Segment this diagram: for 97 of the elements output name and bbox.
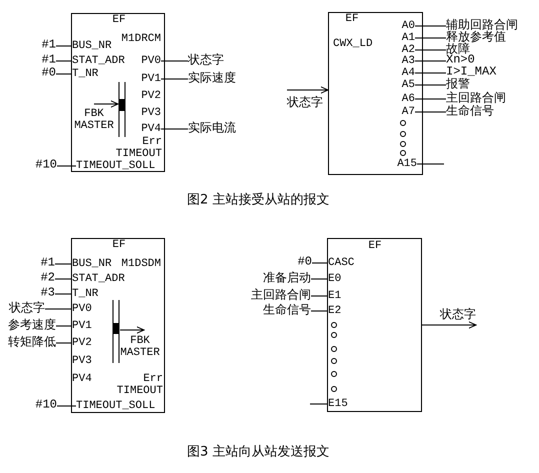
pin-label: E0	[328, 273, 342, 285]
pin-label: PV4	[141, 123, 161, 135]
block-type-label: EF	[368, 240, 382, 252]
figure-caption: 图3 主站向从站发送报文	[187, 444, 330, 460]
function-block	[327, 238, 422, 412]
pin-label: A2	[402, 44, 415, 56]
pin-label: STAT_ADR	[72, 273, 125, 285]
pin-label: Err TIMEOUT	[106, 136, 162, 160]
signal-label: 实际速度	[188, 72, 236, 84]
block-name-label: M1DSDM	[121, 258, 161, 270]
connector-line	[310, 278, 328, 280]
block-name-label: CWX_LD	[333, 38, 373, 50]
pin-label: A3	[402, 55, 415, 67]
pin-label: PV2	[141, 90, 161, 102]
connector-line	[414, 60, 446, 62]
connector-line	[414, 84, 446, 86]
pin-label: PV3	[72, 355, 92, 367]
connector-line	[310, 310, 328, 312]
block-type-label: EF	[112, 239, 126, 251]
signal-label: Xn>0	[446, 54, 475, 66]
signal-label: #3	[40, 286, 55, 300]
arrow	[94, 100, 118, 108]
pin-label: PV0	[72, 303, 92, 315]
pin-label: TIMEOUT_SOLL	[76, 160, 156, 172]
pin-label: BUS_NR	[72, 258, 112, 270]
signal-label: 主回路合闸	[251, 288, 311, 302]
signal-label: 辅助回路合闸	[446, 18, 518, 32]
bus-bar	[112, 300, 120, 363]
connector-line	[44, 308, 72, 310]
pin-label: PV1	[72, 320, 92, 332]
bus-bar	[118, 82, 126, 137]
pin-label: TIMEOUT_SOLL	[76, 400, 156, 412]
pin-label: A1	[402, 32, 415, 44]
signal-label: 主回路合闸	[446, 92, 506, 104]
signal-label: 故障	[446, 42, 470, 56]
pin-label: T_NR	[72, 68, 98, 80]
signal-label: 实际电流	[188, 122, 236, 134]
signal-label: #10	[35, 398, 57, 412]
pin-label: PV2	[72, 337, 92, 349]
connector-line	[54, 278, 72, 280]
signal-label: #1	[42, 54, 56, 66]
connector-line	[160, 78, 188, 80]
function-block	[71, 238, 165, 413]
pin-label: A6	[402, 93, 415, 105]
signal-label: I>I_MAX	[446, 66, 496, 78]
pin-label: A4	[402, 67, 415, 79]
pin-label: T_NR	[72, 288, 98, 300]
pin-label: E1	[328, 290, 342, 302]
connector-line	[312, 262, 328, 264]
signal-label: 状态字	[440, 308, 476, 325]
pin-label: STAT_ADR	[72, 55, 125, 67]
connector-line	[56, 342, 72, 344]
signal-label: 转矩降低	[8, 336, 56, 348]
signal-label: 准备启动	[263, 272, 311, 284]
pin-label: A0	[402, 20, 415, 32]
connector-line	[56, 60, 72, 62]
signal-label: #1	[40, 256, 55, 270]
signal-label: #0	[42, 66, 56, 80]
pin-label: PV0	[141, 55, 161, 67]
pin-label: Err TIMEOUT	[107, 373, 163, 397]
pin-label: A15	[397, 158, 417, 170]
signal-label: 释放参考值	[446, 30, 506, 44]
signal-label: #0	[298, 256, 312, 268]
connector-line	[160, 128, 188, 130]
pin-label: A7	[402, 106, 415, 118]
pin-label: A5	[402, 79, 415, 91]
signal-label: #10	[35, 158, 57, 172]
signal-label: 生命信号	[263, 304, 311, 316]
arrow	[120, 326, 144, 334]
block-name-label: M1DRCM	[121, 33, 161, 45]
signal-label: 状态字	[287, 90, 323, 109]
signal-label: 生命信号	[446, 104, 494, 118]
signal-label: 参考速度	[8, 318, 56, 332]
pin-label: PV1	[141, 73, 161, 85]
pin-label: BUS_NR	[72, 40, 112, 52]
block-type-label: EF	[345, 13, 359, 25]
signal-label: 状态字	[188, 54, 224, 66]
pin-label: FBK MASTER	[73, 108, 115, 132]
arrow	[286, 86, 328, 94]
pin-label: PV4	[72, 373, 92, 385]
signal-label: 状态字	[9, 302, 45, 314]
pin-label: PV3	[141, 107, 161, 119]
connector-line	[160, 60, 188, 62]
signal-label: 报警	[446, 78, 470, 90]
pin-label: E15	[328, 398, 348, 410]
figure-caption: 图2 主站接受从站的报文	[187, 192, 330, 208]
pin-label: E2	[328, 305, 342, 317]
connector-line	[414, 98, 446, 100]
block-type-label: EF	[112, 14, 126, 26]
arrow	[422, 321, 476, 329]
connector-line	[414, 72, 446, 74]
function-block	[71, 13, 165, 172]
pin-label: CASC	[328, 257, 354, 269]
signal-label: #2	[40, 272, 55, 284]
function-block	[328, 12, 423, 175]
pin-label: FBK MASTER	[118, 335, 162, 359]
signal-label: #1	[42, 38, 56, 52]
